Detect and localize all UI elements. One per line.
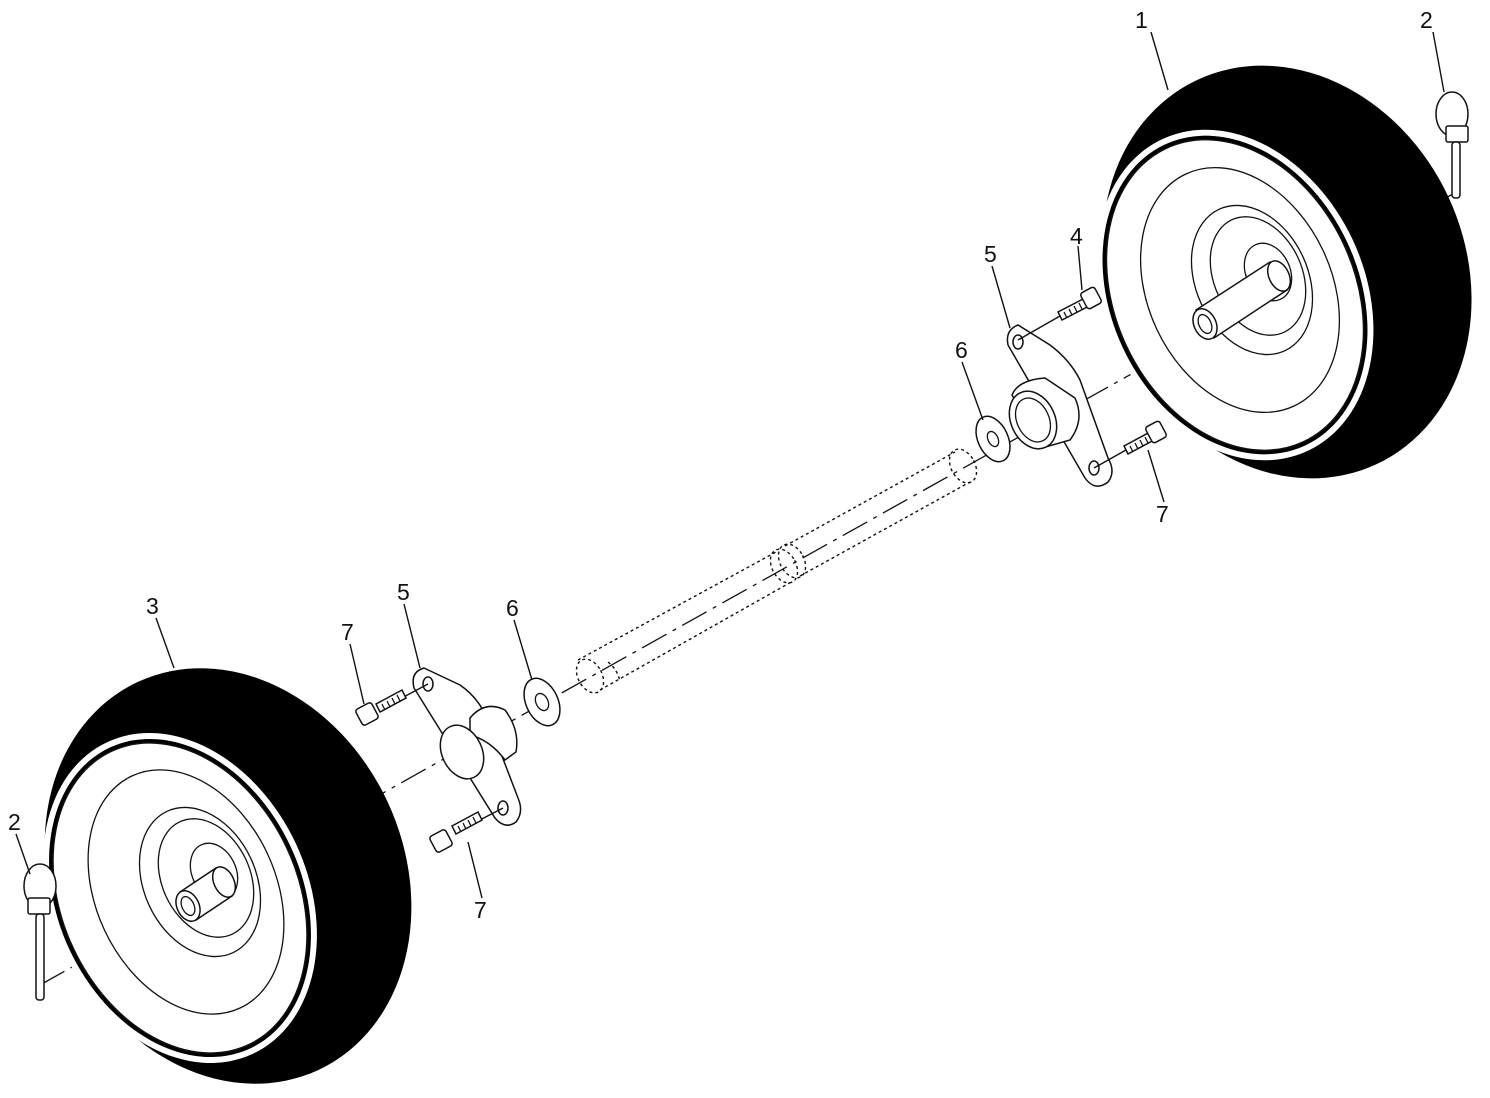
lynch-pin-right — [1435, 91, 1469, 199]
callout-bolt-top: 4 — [1070, 223, 1083, 249]
callout-leaders — [15, 31, 1445, 899]
lynch-pin-left — [23, 863, 57, 1001]
washer-right — [975, 415, 1011, 463]
callout-pin-right: 2 — [1420, 7, 1433, 33]
wheel-right — [1096, 65, 1472, 479]
callout-bearing-left: 5 — [397, 579, 410, 605]
bolt-left-lower — [429, 807, 504, 853]
bearing-flange-left — [412, 667, 522, 826]
callout-bolt-left-upper: 7 — [341, 619, 354, 645]
washer-left — [523, 677, 561, 727]
callout-bearing-right: 5 — [984, 241, 997, 267]
callout-bolt-left-lower: 7 — [474, 897, 487, 923]
bolt-top-right — [1017, 286, 1102, 341]
bolt-left-upper — [355, 683, 429, 726]
callout-washer-left: 6 — [506, 595, 519, 621]
axle-shaft-hidden — [575, 448, 978, 694]
callout-bolt-right-lower: 7 — [1156, 501, 1169, 527]
callout-wheel-left: 3 — [146, 593, 159, 619]
wheel-left — [43, 668, 412, 1084]
bolt-right-lower — [1093, 420, 1167, 469]
callout-washer-right: 6 — [955, 337, 968, 363]
callout-pin-left: 2 — [8, 809, 21, 835]
bearing-flange-right — [1006, 324, 1113, 487]
callout-wheel-right: 1 — [1135, 7, 1148, 33]
